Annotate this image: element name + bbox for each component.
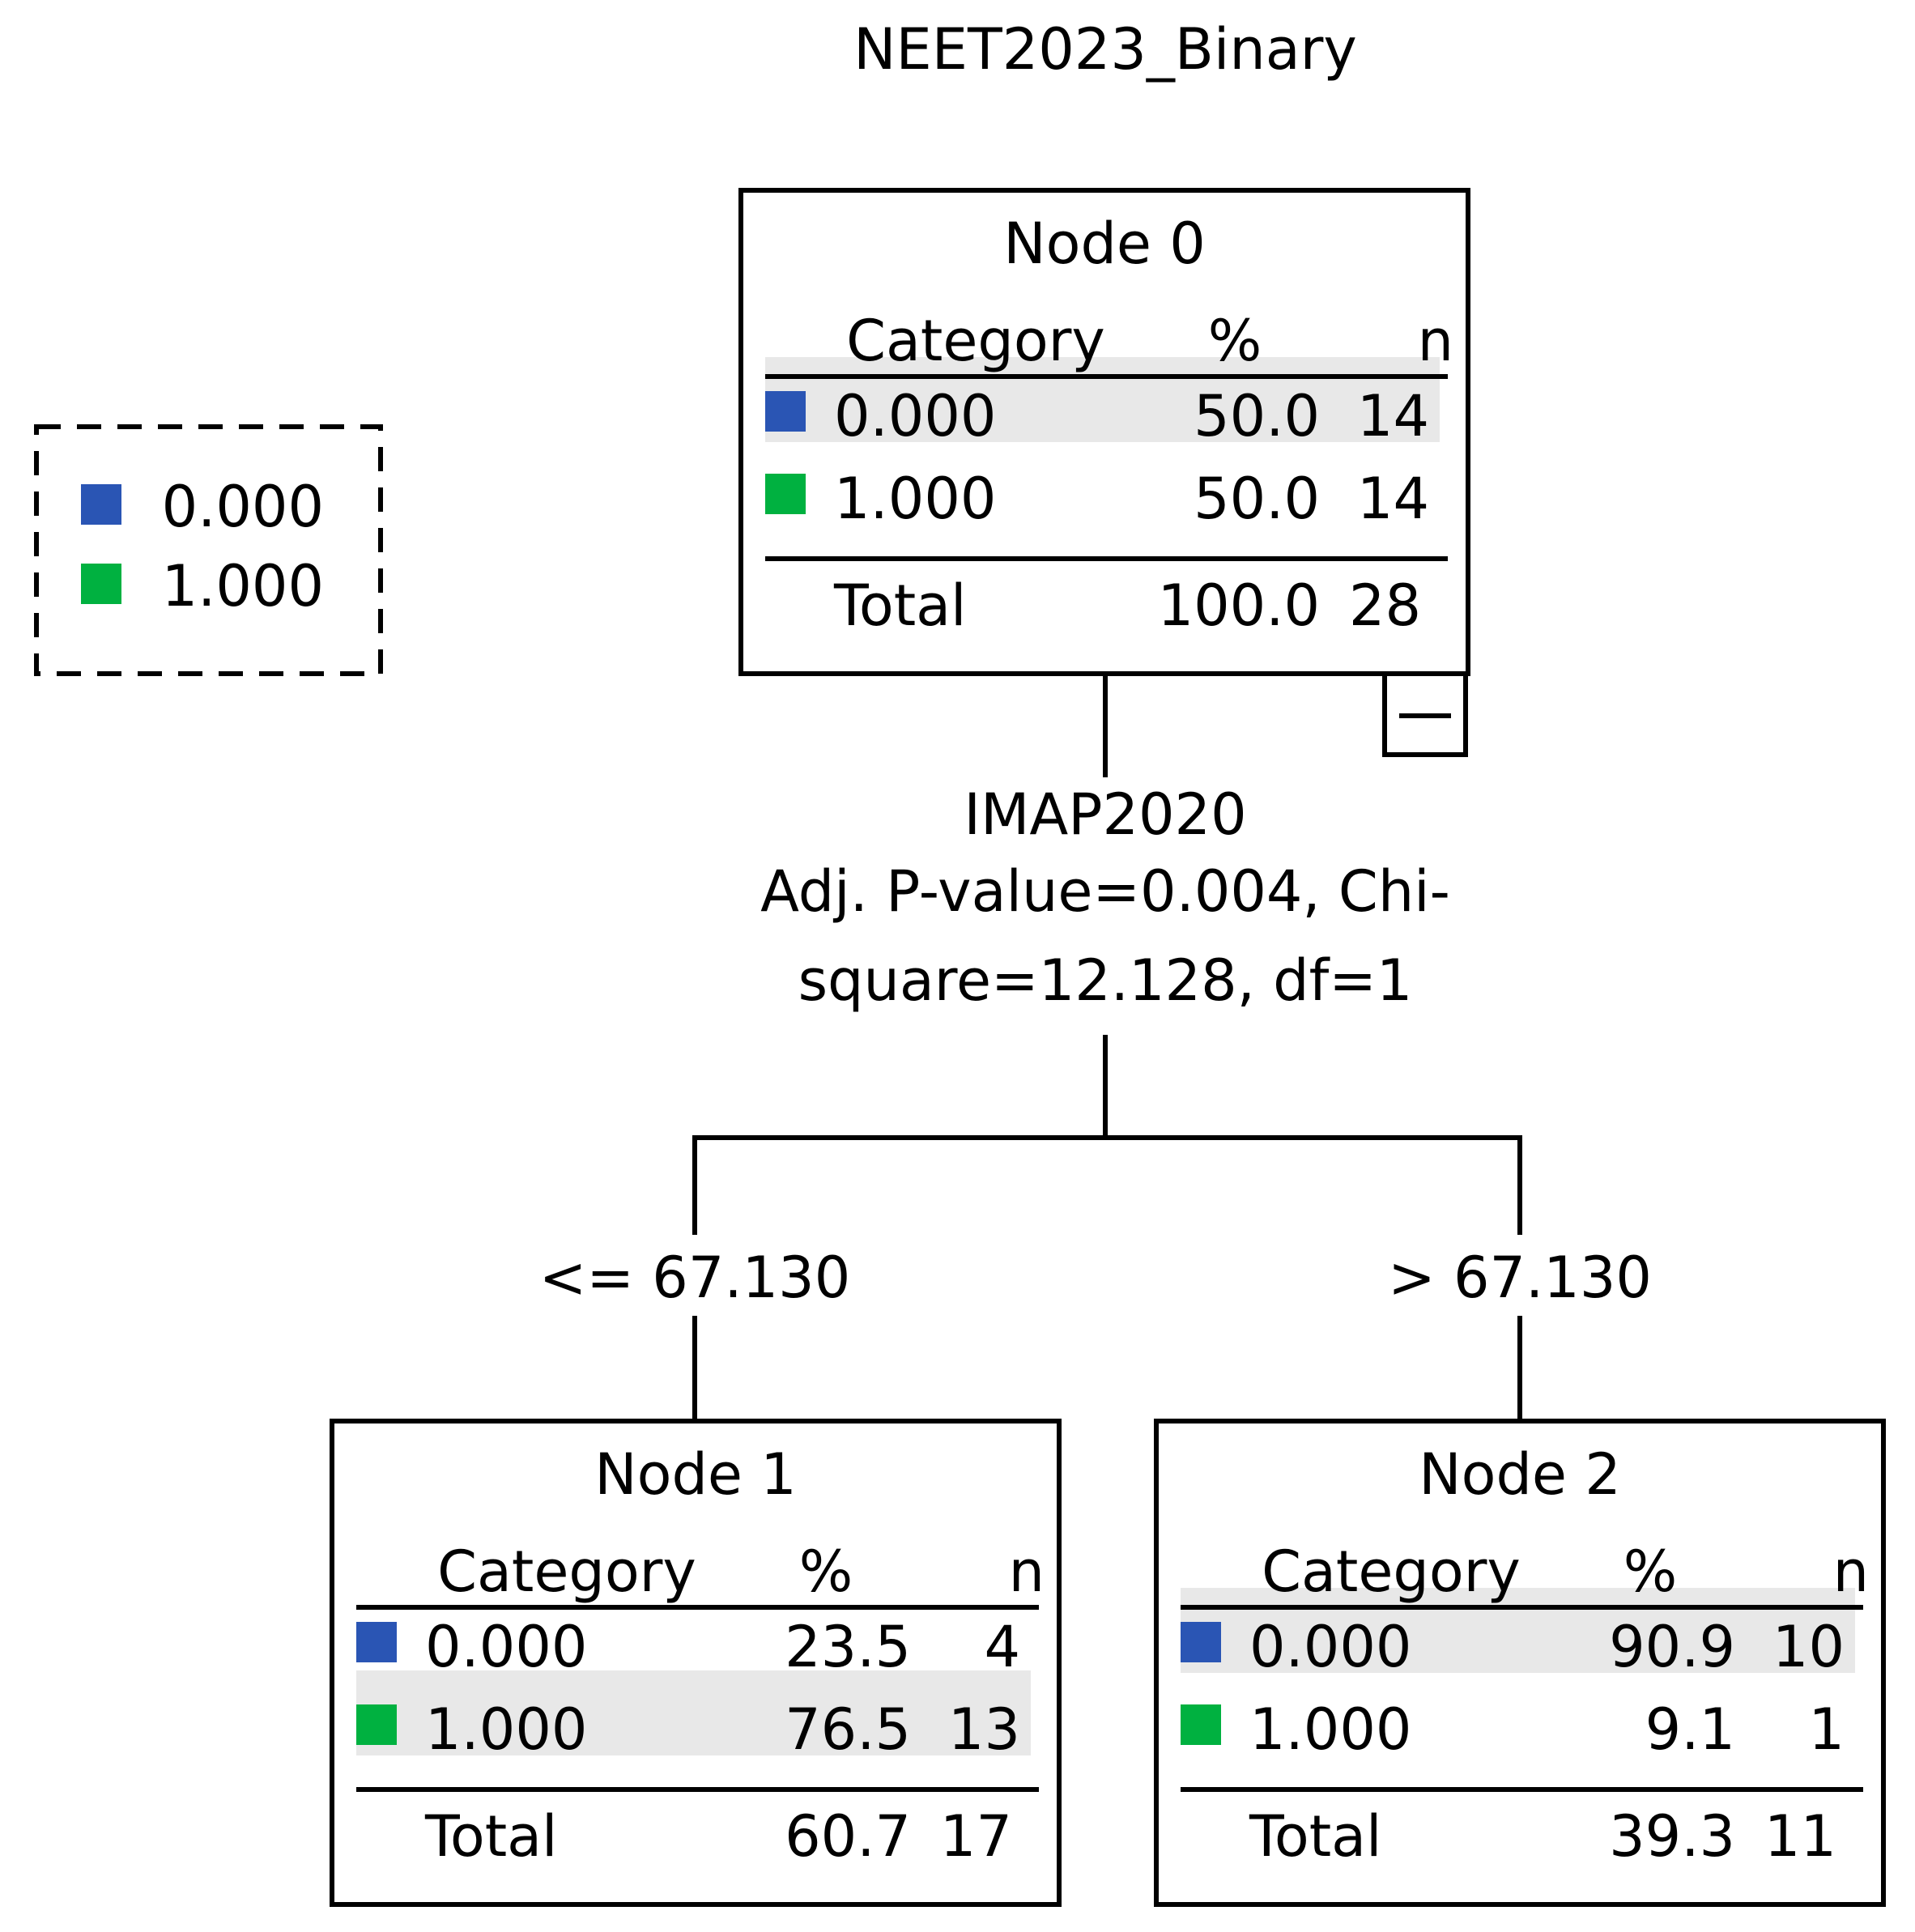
legend-label-cat0: 0.000	[162, 474, 324, 540]
header-category: Category	[846, 308, 1105, 374]
legend-label-cat1: 1.000	[162, 553, 324, 619]
header-percent: %	[1208, 308, 1262, 374]
node-2-box[interactable]: Node 2 Category% n 0.000 90.9 10 1.000 9.1 1Tota…	[1154, 1419, 1886, 1907]
node-0-box[interactable]: Node 0 Category% n 0.000 50.0 14 1.000 50.0 14To…	[738, 188, 1470, 676]
row-label: 1.000	[425, 1696, 587, 1763]
row-label: 1.000	[834, 466, 996, 532]
row-swatch-cat1	[765, 474, 806, 514]
row-swatch-cat0	[1181, 1622, 1221, 1662]
node-title: Node 2	[1419, 1441, 1620, 1508]
legend: 0.000 1.000	[34, 424, 383, 676]
row-label: 1.000	[1249, 1696, 1411, 1763]
tree-title: NEET2023_Binary	[853, 16, 1357, 83]
legend-swatch-cat0	[81, 484, 121, 525]
total-percent: 60.7	[785, 1803, 911, 1870]
total-count: 17	[940, 1803, 1012, 1870]
split-stats-line2: square=12.128, df=1	[798, 947, 1413, 1014]
tree-connectors	[692, 674, 1522, 1419]
split-stats-line1: Adj. P-value=0.004, Chi-	[760, 858, 1450, 925]
row-highlight	[765, 357, 1440, 442]
row-count: 14	[1357, 466, 1429, 532]
right-branch-condition: > 67.130	[1388, 1245, 1652, 1311]
total-percent: 100.0	[1158, 572, 1320, 639]
header-n: n	[1009, 1538, 1045, 1605]
row-label: 0.000	[1249, 1614, 1411, 1680]
row-count: 13	[948, 1696, 1020, 1763]
header-percent: %	[1623, 1538, 1678, 1605]
row-percent: 50.0	[1194, 466, 1320, 532]
split-variable: IMAP2020	[964, 781, 1246, 848]
row-count: 14	[1357, 383, 1429, 449]
total-label: Total	[833, 572, 966, 639]
header-category: Category	[437, 1538, 696, 1605]
node-title: Node 0	[1003, 211, 1205, 277]
legend-swatch-cat1	[81, 564, 121, 604]
row-percent: 90.9	[1609, 1614, 1735, 1680]
row-label: 0.000	[425, 1614, 587, 1680]
total-count: 28	[1349, 572, 1421, 639]
collapse-toggle[interactable]	[1382, 671, 1468, 757]
row-count: 4	[984, 1614, 1020, 1680]
row-swatch-cat0	[765, 391, 806, 432]
total-label: Total	[1249, 1803, 1381, 1870]
row-highlight	[1181, 1588, 1855, 1673]
row-count: 10	[1772, 1614, 1845, 1680]
connector-branch-bar	[692, 1135, 1522, 1235]
row-label: 0.000	[834, 383, 996, 449]
row-swatch-cat0	[356, 1622, 397, 1662]
node-frame	[330, 1419, 1062, 1907]
header-n: n	[1833, 1538, 1869, 1605]
left-branch-condition: <= 67.130	[539, 1245, 851, 1311]
row-highlight	[356, 1670, 1031, 1755]
row-percent: 76.5	[785, 1696, 911, 1763]
header-category: Category	[1262, 1538, 1521, 1605]
row-percent: 50.0	[1194, 383, 1320, 449]
row-swatch-cat1	[356, 1704, 397, 1745]
legend-frame	[34, 424, 383, 676]
node-1-box[interactable]: Node 1 Category% n 0.000 23.5 4 1.000 76.5 13Tot…	[330, 1419, 1062, 1907]
row-percent: 9.1	[1645, 1696, 1735, 1763]
row-swatch-cat1	[1181, 1704, 1221, 1745]
node-title: Node 1	[594, 1441, 796, 1508]
total-percent: 39.3	[1609, 1803, 1735, 1870]
split-info: IMAP2020 Adj. P-value=0.004, Chi- square…	[539, 781, 1652, 1311]
total-count: 11	[1764, 1803, 1836, 1870]
header-percent: %	[799, 1538, 853, 1605]
total-label: Total	[424, 1803, 557, 1870]
row-percent: 23.5	[785, 1614, 911, 1680]
header-n: n	[1418, 308, 1453, 374]
row-count: 1	[1808, 1696, 1845, 1763]
